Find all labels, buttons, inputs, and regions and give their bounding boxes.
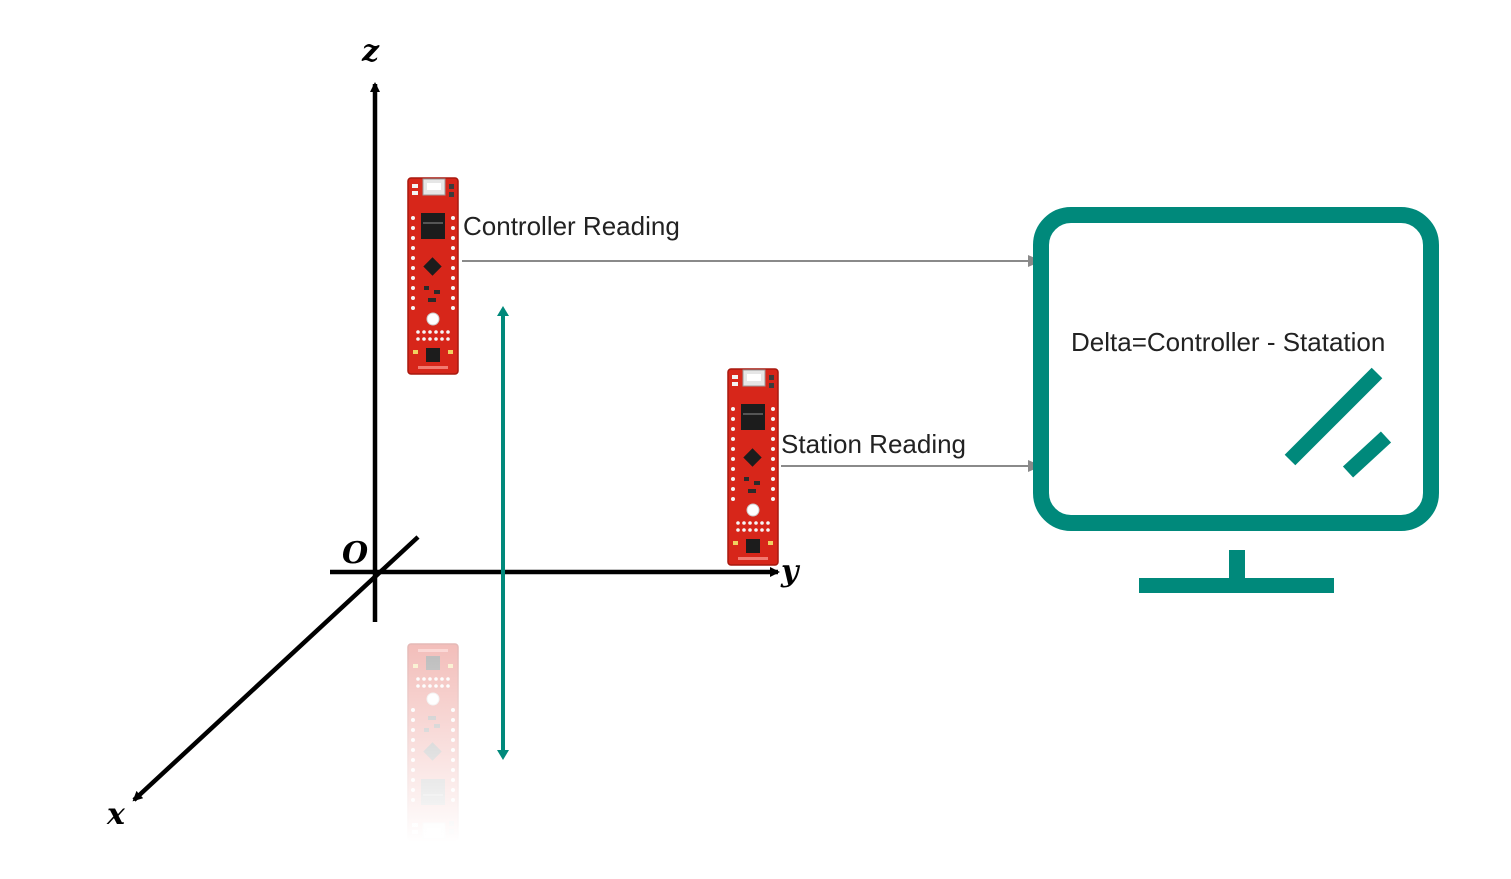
monitor-icon (1033, 207, 1439, 593)
origin-label: O (342, 536, 368, 571)
z-axis-label: z (361, 34, 380, 69)
y-axis-label: y (780, 554, 801, 589)
circuit-board-icon (727, 368, 779, 566)
distance-double-arrow (497, 306, 509, 760)
station-reading-label: Station Reading (781, 429, 966, 459)
circuit-board-reflection-icon (405, 642, 461, 842)
axes-group: z y x O (106, 34, 801, 832)
circuit-board-icon (407, 177, 459, 375)
x-axis (132, 535, 420, 802)
delta-formula-label: Delta=Controller - Statation (1071, 327, 1385, 357)
x-axis-label: x (106, 797, 126, 832)
controller-reading-label: Controller Reading (463, 211, 680, 241)
